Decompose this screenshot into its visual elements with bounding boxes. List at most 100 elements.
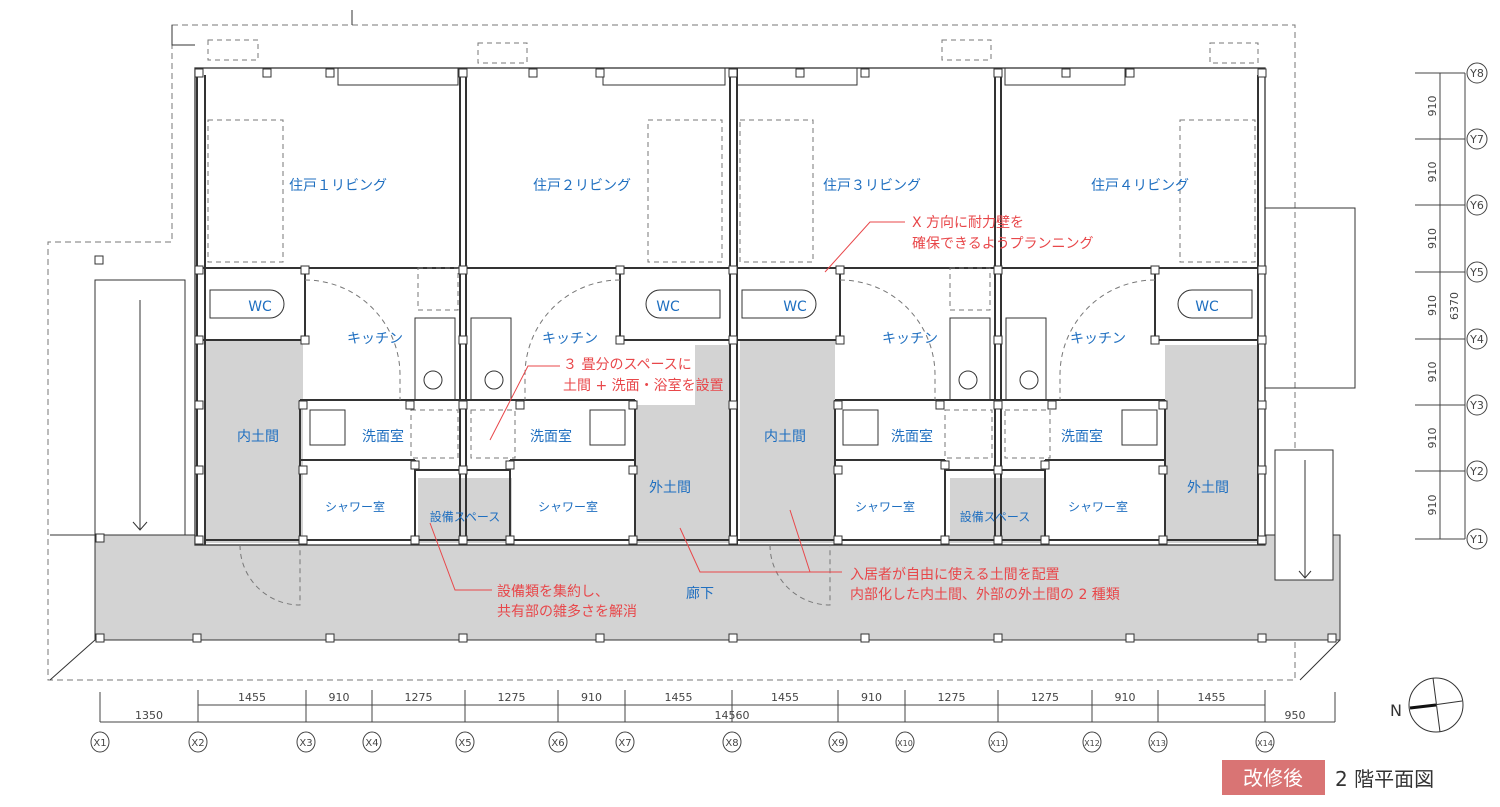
room-label-inner-doma: 内土間: [237, 429, 279, 445]
axis-bubble: [615, 731, 635, 753]
axis-label-y: Y6: [1469, 199, 1484, 212]
column: [993, 265, 1003, 275]
column: [298, 535, 308, 545]
room-label-wc: WC: [783, 299, 807, 315]
column: [458, 465, 468, 475]
column: [728, 535, 738, 545]
column: [458, 68, 468, 78]
column: [595, 68, 605, 78]
column: [935, 400, 945, 410]
axis-label-y: Y3: [1469, 399, 1484, 412]
column: [1257, 265, 1267, 275]
axis-bubble: [90, 731, 110, 753]
column: [595, 633, 605, 643]
dimension-label: 1275: [405, 691, 433, 704]
dimension-label: 910: [1426, 162, 1439, 183]
room-label-kitchen: キッチン: [1070, 331, 1126, 347]
column: [1158, 465, 1168, 475]
column: [194, 68, 204, 78]
dimension-label: 1275: [1031, 691, 1059, 704]
axis-bubble: [895, 731, 915, 753]
axis-bubble: [188, 731, 208, 753]
column: [795, 68, 805, 78]
column: [194, 535, 204, 545]
annotation-wall-2: 確保できるようプランニング: [912, 236, 1093, 252]
axis-bubble: [1255, 731, 1275, 753]
column: [1257, 400, 1267, 410]
column: [940, 460, 950, 470]
column: [1150, 335, 1160, 345]
column: [194, 465, 204, 475]
column: [835, 335, 845, 345]
column: [458, 265, 468, 275]
axis-bubble: [548, 731, 568, 753]
dimension-label: 910: [1426, 362, 1439, 383]
room-label-living-4: 住戸４リビング: [1091, 178, 1189, 194]
axis-label-x: X10: [897, 739, 913, 748]
drawing-title: 改修後 2 階平面図: [1222, 760, 1434, 795]
column: [405, 400, 415, 410]
axis-label-x: X12: [1084, 739, 1100, 748]
axis-label-y: Y8: [1469, 67, 1484, 80]
axis-label-x: X13: [1150, 739, 1166, 748]
column: [1040, 460, 1050, 470]
right-staircase: [1274, 449, 1334, 581]
axis-bubble: [1466, 460, 1488, 482]
column: [993, 68, 1003, 78]
axis-label-x: X3: [299, 738, 312, 749]
column: [993, 465, 1003, 475]
column: [993, 633, 1003, 643]
axis-label-x: X9: [831, 738, 844, 749]
column: [728, 68, 738, 78]
room-label-washroom: 洗面室: [362, 428, 404, 445]
column: [1040, 535, 1050, 545]
column: [1150, 265, 1160, 275]
room-label-shower: シャワー室: [538, 499, 598, 514]
column: [728, 265, 738, 275]
column: [615, 335, 625, 345]
site-outline: [47, 10, 1296, 681]
annotation-equip-1: 設備類を集約し、: [497, 583, 609, 600]
column: [458, 633, 468, 643]
dimension-label: 1455: [238, 691, 266, 704]
annotation-leaders: [429, 221, 905, 591]
dimension-label: 910: [1426, 495, 1439, 516]
axis-label-x: X2: [191, 738, 204, 749]
column: [833, 535, 843, 545]
room-label-equipment: 設備スペース: [430, 509, 501, 524]
column: [628, 400, 638, 410]
column: [194, 400, 204, 410]
axis-label-y: Y5: [1469, 266, 1484, 279]
column: [298, 465, 308, 475]
column: [1257, 68, 1267, 78]
column: [95, 633, 105, 643]
column: [194, 335, 204, 345]
column: [835, 265, 845, 275]
room-label-living-2: 住戸２リビング: [533, 178, 631, 194]
column: [1257, 465, 1267, 475]
column: [300, 335, 310, 345]
axis-label-x: X8: [725, 738, 738, 749]
column: [728, 633, 738, 643]
axis-bubble: [362, 731, 382, 753]
column: [728, 400, 738, 410]
axis-label-y: Y1: [1469, 533, 1484, 546]
axis-label-x: X1: [93, 738, 106, 749]
dimension-label: 950: [1285, 709, 1306, 722]
dimension-label: 1455: [771, 691, 799, 704]
column: [1061, 68, 1071, 78]
column: [860, 68, 870, 78]
axis-bubble: [1466, 128, 1488, 150]
room-label-kitchen: キッチン: [347, 331, 403, 347]
dimension-label: 14560: [715, 709, 750, 722]
dimension-label: 6370: [1448, 292, 1461, 320]
room-label-shower: シャワー室: [1068, 499, 1128, 514]
column: [833, 465, 843, 475]
column: [528, 68, 538, 78]
column: [940, 535, 950, 545]
column: [95, 533, 105, 543]
column: [1158, 400, 1168, 410]
north-label: N: [1390, 701, 1402, 720]
axis-label-y: Y7: [1469, 133, 1484, 146]
